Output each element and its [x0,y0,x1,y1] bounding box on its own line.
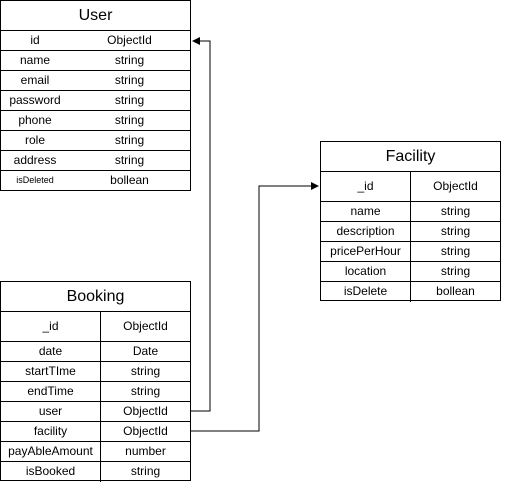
table-row: email string [1,71,190,91]
field-name: facility [1,422,101,441]
table-row: location string [321,262,500,282]
field-name: user [1,402,101,421]
user-table-title: User [1,1,190,31]
field-type: ObjectId [123,404,168,418]
booking-facility-connector[interactable] [191,182,319,432]
field-type: string [114,153,145,167]
field-type: ObjectId [123,424,168,438]
table-row: _id ObjectId [321,172,500,202]
field-name: isDeleted [16,175,54,185]
field-name: date [1,342,101,361]
booking-user-connector[interactable] [191,37,211,412]
booking-table-title: Booking [1,282,190,312]
field-name: role [24,133,45,147]
field-name: description [321,222,411,241]
field-name: _id [321,172,411,201]
field-type: string [130,464,161,478]
field-name: password [9,93,61,107]
table-row: _id ObjectId [1,312,190,342]
user-entity-table[interactable]: User id ObjectId name string email strin… [0,0,191,191]
field-type: string [440,204,471,218]
field-name: phone [18,113,52,127]
table-row: date Date [1,342,190,362]
field-type: ObjectId [123,319,168,333]
field-name: email [20,73,50,87]
field-type: string [114,73,145,87]
field-name: address [13,153,57,167]
table-row: isDelete bollean [321,282,500,302]
field-type: string [114,53,145,67]
facility-table-title: Facility [321,142,500,172]
field-type: string [114,113,145,127]
field-type: bollean [436,284,475,298]
table-row: password string [1,91,190,111]
table-row: description string [321,222,500,242]
field-name: name [321,202,411,221]
facility-entity-table[interactable]: Facility _id ObjectId name string descri… [320,141,501,302]
table-row: isDeleted bollean [1,171,190,191]
field-type: string [440,264,471,278]
field-type: ObjectId [107,33,152,47]
field-type: string [114,133,145,147]
table-row: endTime string [1,382,190,402]
field-type: bollean [110,173,149,187]
field-name: isDelete [321,282,411,302]
field-type: number [125,444,166,458]
table-row: name string [1,51,190,71]
table-row: facility ObjectId [1,422,190,442]
field-type: string [114,93,145,107]
table-row: name string [321,202,500,222]
field-type: string [130,364,161,378]
booking-entity-table[interactable]: Booking _id ObjectId date Date startTIme… [0,281,191,482]
table-row: address string [1,151,190,171]
field-name: pricePerHour [321,242,411,261]
table-row: phone string [1,111,190,131]
field-type: Date [132,344,159,358]
table-row: role string [1,131,190,151]
field-name: _id [1,312,101,341]
table-row: user ObjectId [1,402,190,422]
field-type: ObjectId [433,179,478,193]
table-row: id ObjectId [1,31,190,51]
table-row: startTIme string [1,362,190,382]
field-name: location [321,262,411,281]
field-name: name [19,53,51,67]
field-name: id [30,33,40,47]
field-type: string [440,244,471,258]
table-row: pricePerHour string [321,242,500,262]
field-type: string [130,384,161,398]
field-name: isBooked [1,462,101,482]
field-name: startTIme [1,362,101,381]
table-row: payAbleAmount number [1,442,190,462]
field-name: endTime [1,382,101,401]
field-type: string [440,224,471,238]
table-row: isBooked string [1,462,190,482]
field-name: payAbleAmount [1,442,101,461]
